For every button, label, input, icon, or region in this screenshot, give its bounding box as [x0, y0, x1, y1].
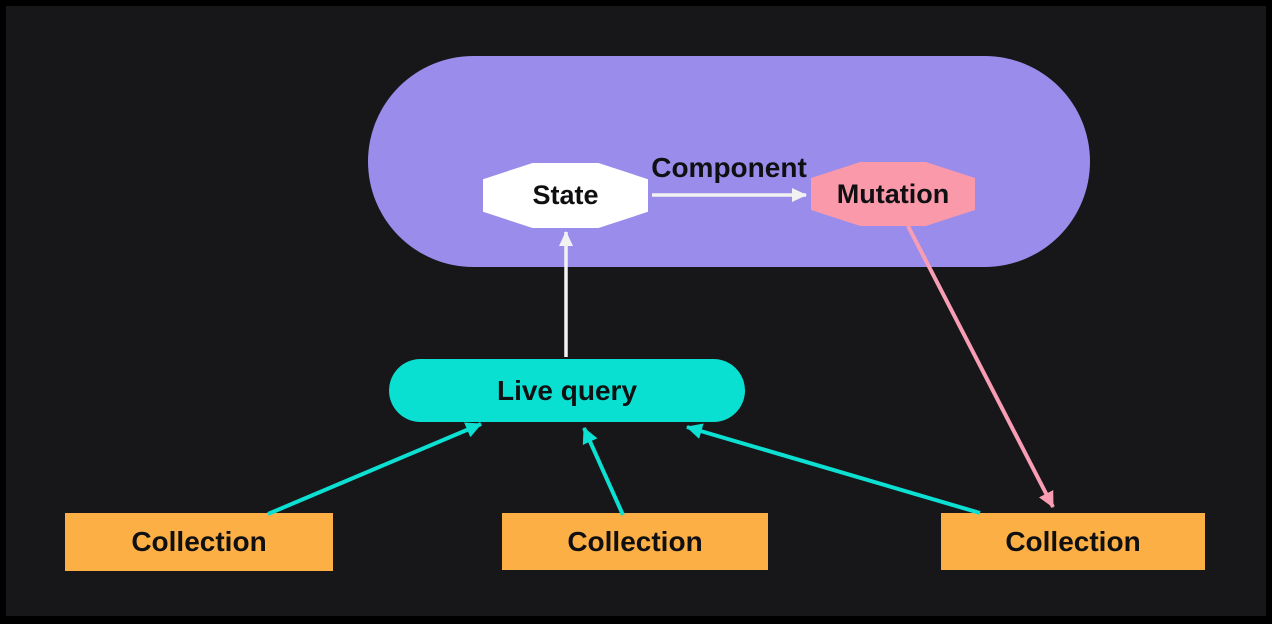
collection-node-3: Collection	[941, 513, 1205, 570]
live-query-label: Live query	[496, 374, 638, 406]
collection-label-2: Collection	[567, 525, 703, 557]
collection-label-3: Collection	[1005, 525, 1141, 557]
collection-label-1: Collection	[131, 526, 267, 557]
mutation-node: Mutation	[811, 162, 975, 226]
state-label: State	[532, 180, 599, 210]
collection-node-2: Collection	[502, 513, 768, 570]
mutation-label: Mutation	[836, 178, 950, 209]
component-node: Component	[368, 56, 1090, 267]
state-node: State	[483, 163, 648, 228]
collection-node-1: Collection	[65, 513, 333, 571]
component-label: Component	[651, 152, 807, 183]
live-query-node: Live query	[389, 359, 745, 422]
